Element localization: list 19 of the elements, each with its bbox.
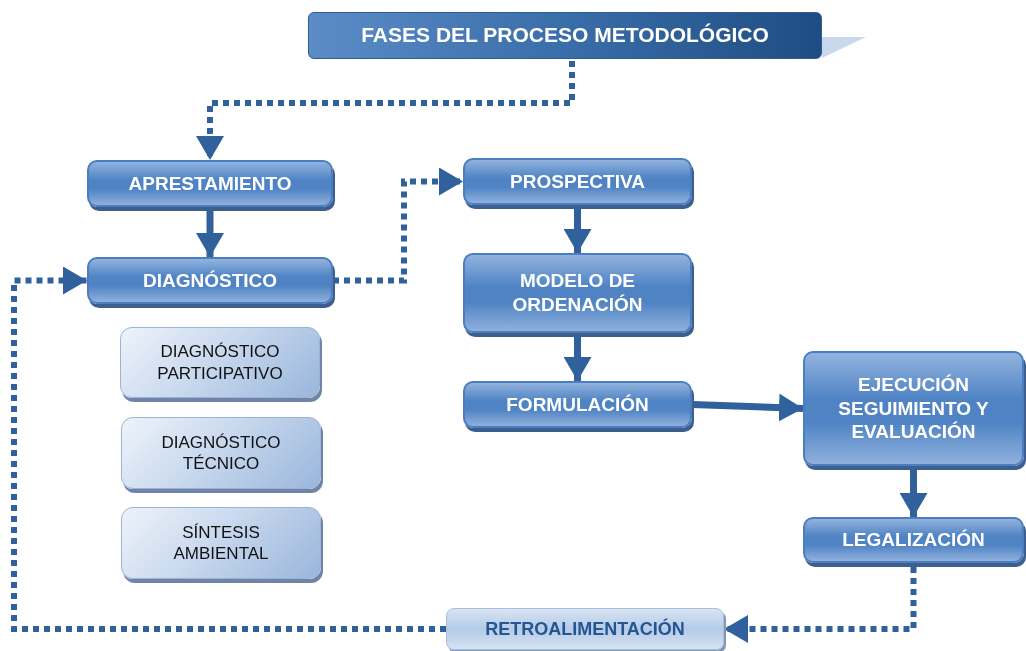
node-label: EJECUCIÓN SEGUIMIENTO Y EVALUACIÓN [837, 372, 990, 445]
dotted-arrow [724, 567, 917, 643]
node-label: FASES DEL PROCESO METODOLÓGICO [361, 22, 769, 49]
arrow [691, 393, 804, 422]
title-banner [308, 12, 822, 59]
node-label: DIAGNÓSTICO [142, 268, 278, 293]
node-label: APRESTAMIENTO [128, 171, 292, 196]
node-label: PROSPECTIVA [510, 169, 645, 194]
dotted-arrow [11, 266, 446, 632]
node-label: DIAGNÓSTICO TÉCNICO [160, 431, 282, 475]
node-label: MODELO DE ORDENACIÓN [511, 269, 644, 317]
dotted-arrow [333, 167, 463, 284]
dotted-arrow [196, 61, 575, 160]
node-label: DIAGNÓSTICO PARTICIPATIVO [156, 341, 284, 384]
node-label: SÍNTESIS AMBIENTAL [172, 521, 270, 565]
node-label: LEGALIZACIÓN [842, 528, 985, 552]
node-label: RETROALIMENTACIÓN [485, 617, 685, 641]
feedback-box [446, 608, 724, 650]
node-label: FORMULACIÓN [506, 392, 649, 417]
